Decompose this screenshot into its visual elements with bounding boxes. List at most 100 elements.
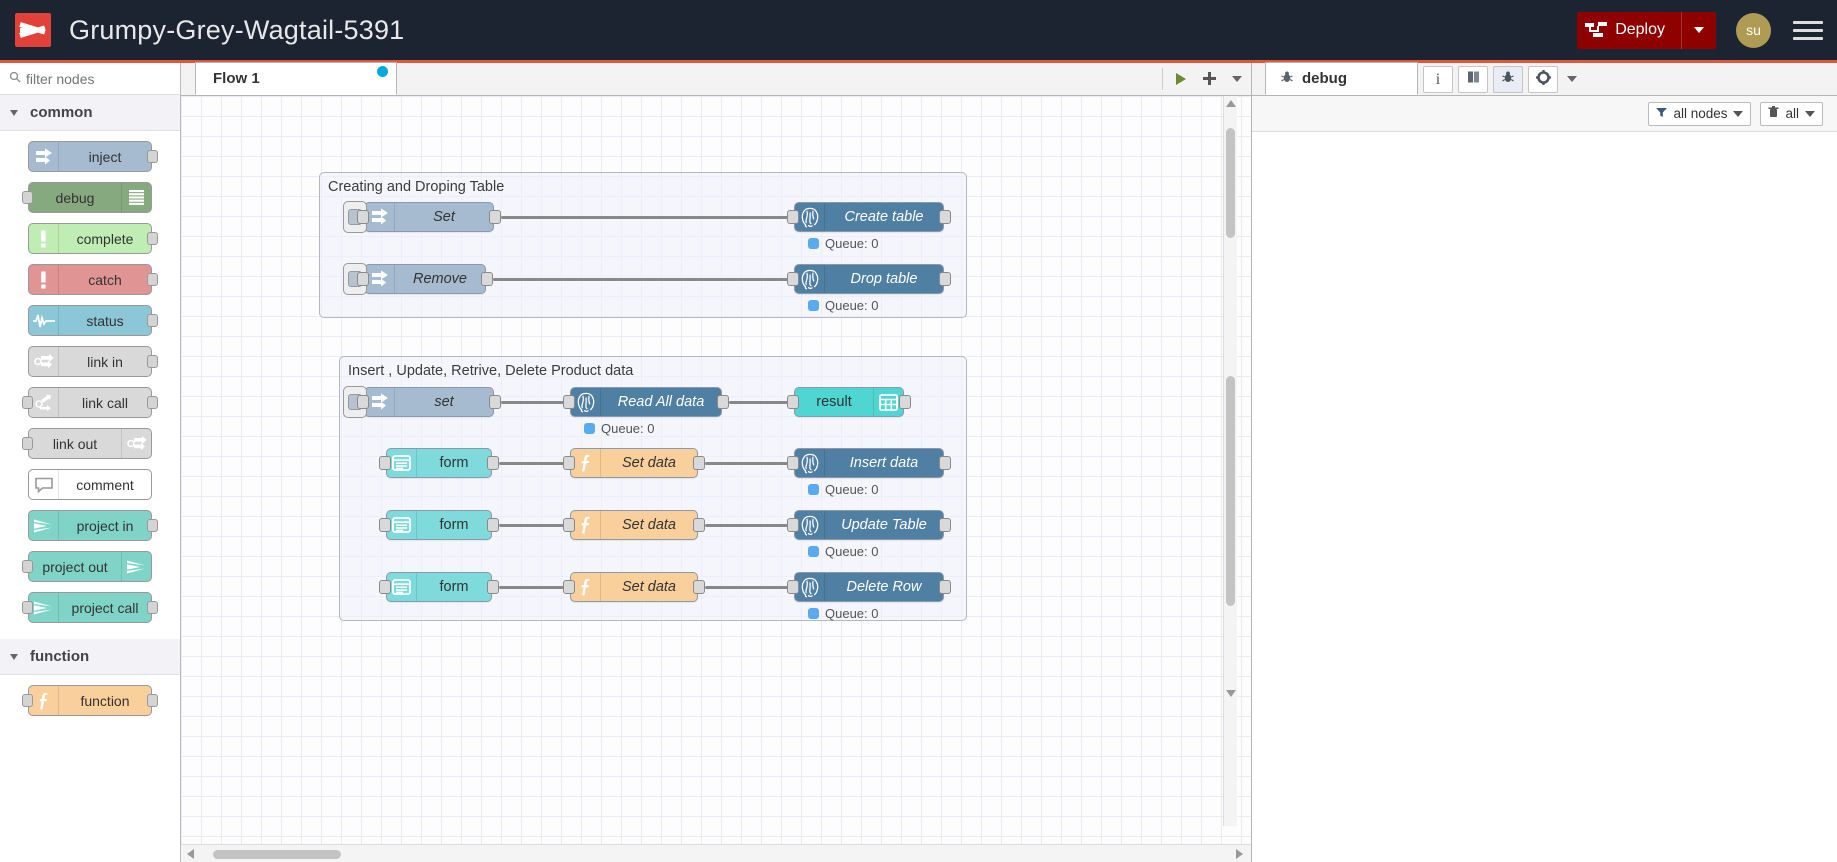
node-output-port[interactable] <box>489 395 501 409</box>
node-output-port[interactable] <box>147 519 158 532</box>
node-output-port[interactable] <box>693 580 705 594</box>
node-output-port[interactable] <box>481 272 493 286</box>
node-output-port[interactable] <box>147 150 158 163</box>
node-output-port[interactable] <box>939 456 951 470</box>
palette-node-link-in[interactable]: link in <box>28 346 158 377</box>
palette-node-function[interactable]: function <box>22 685 158 716</box>
canvas-horizontal-scrollbar[interactable] <box>181 844 1251 862</box>
node-input-port[interactable] <box>787 456 799 470</box>
node-output-port[interactable] <box>489 210 501 224</box>
node-output-port[interactable] <box>147 694 158 707</box>
hamburger-menu-icon[interactable] <box>1793 16 1823 45</box>
node-output-port[interactable] <box>717 395 729 409</box>
scroll-right-icon[interactable] <box>1236 849 1243 859</box>
hscroll-thumb[interactable] <box>213 850 341 859</box>
vscroll-thumb[interactable] <box>1226 128 1235 238</box>
flow-wire[interactable] <box>705 524 801 527</box>
flow-node-insert-data[interactable]: Insert data <box>787 448 951 478</box>
add-flow-button[interactable] <box>1195 62 1223 95</box>
flow-node-update-table[interactable]: Update Table <box>787 510 951 540</box>
help-tab-button[interactable] <box>1458 66 1488 93</box>
node-input-port[interactable] <box>357 395 369 409</box>
flow-node-set-data[interactable]: Set data <box>563 572 705 602</box>
flow-node-drop-table[interactable]: Drop table <box>787 264 951 294</box>
node-input-port[interactable] <box>787 395 799 409</box>
node-input-port[interactable] <box>787 518 799 532</box>
palette-node-project-in[interactable]: project in <box>28 510 158 541</box>
flow-node-form[interactable]: form <box>379 572 499 602</box>
flow-wire[interactable] <box>499 586 577 589</box>
deploy-button[interactable]: Deploy <box>1577 11 1716 49</box>
node-output-port[interactable] <box>939 210 951 224</box>
node-output-port[interactable] <box>147 314 158 327</box>
scroll-up-icon[interactable] <box>1226 100 1236 110</box>
node-input-port[interactable] <box>22 560 33 573</box>
node-input-port[interactable] <box>563 456 575 470</box>
debug-filter-dropdown[interactable]: all nodes <box>1648 101 1752 126</box>
debug-tab-button[interactable] <box>1493 66 1523 93</box>
flow-node-set[interactable]: set <box>343 386 501 418</box>
node-input-port[interactable] <box>357 272 369 286</box>
palette-node-link-call[interactable]: link call <box>22 387 158 418</box>
palette-category-common[interactable]: common <box>0 95 180 131</box>
node-input-port[interactable] <box>563 518 575 532</box>
node-output-port[interactable] <box>939 272 951 286</box>
node-output-port[interactable] <box>487 456 499 470</box>
debug-clear-dropdown[interactable]: all <box>1760 101 1823 126</box>
node-output-port[interactable] <box>147 396 158 409</box>
flow-wire[interactable] <box>705 586 801 589</box>
flow-menu-button[interactable] <box>1223 62 1251 95</box>
flow-node-set[interactable]: Set <box>343 201 501 233</box>
scroll-left-icon[interactable] <box>187 849 194 859</box>
node-input-port[interactable] <box>379 456 391 470</box>
flow-node-delete-row[interactable]: Delete Row <box>787 572 951 602</box>
config-tab-button[interactable] <box>1528 66 1558 93</box>
flow-wire[interactable] <box>501 401 577 404</box>
node-input-port[interactable] <box>357 210 369 224</box>
palette-node-debug[interactable]: debug <box>22 182 152 213</box>
node-input-port[interactable] <box>22 601 33 614</box>
search-input[interactable] <box>26 70 156 87</box>
node-input-port[interactable] <box>563 580 575 594</box>
node-output-port[interactable] <box>487 518 499 532</box>
palette-node-comment[interactable]: comment <box>28 469 152 500</box>
flow-wire[interactable] <box>499 524 577 527</box>
sidebar-more-button[interactable] <box>1558 62 1586 95</box>
node-input-port[interactable] <box>379 580 391 594</box>
palette-node-complete[interactable]: complete <box>28 223 158 254</box>
flow-wire[interactable] <box>729 401 801 404</box>
palette-node-catch[interactable]: catch <box>28 264 158 295</box>
node-output-port[interactable] <box>147 273 158 286</box>
vscroll-thumb-2[interactable] <box>1226 376 1235 606</box>
palette-node-inject[interactable]: inject <box>28 141 158 172</box>
node-input-port[interactable] <box>379 518 391 532</box>
flow-node-result[interactable]: result <box>787 387 911 417</box>
node-input-port[interactable] <box>563 395 575 409</box>
node-output-port[interactable] <box>693 518 705 532</box>
node-output-port[interactable] <box>939 518 951 532</box>
node-output-port[interactable] <box>693 456 705 470</box>
flow-node-read-all-data[interactable]: Read All data <box>563 387 729 417</box>
flow-node-create-table[interactable]: Create table <box>787 202 951 232</box>
canvas-vertical-scrollbar[interactable] <box>1223 96 1237 826</box>
node-input-port[interactable] <box>787 580 799 594</box>
flow-wire[interactable] <box>493 278 801 281</box>
debug-message-list[interactable] <box>1252 132 1837 862</box>
node-output-port[interactable] <box>147 601 158 614</box>
node-output-port[interactable] <box>899 395 911 409</box>
flow-wire[interactable] <box>501 216 801 219</box>
flow-wire[interactable] <box>705 462 801 465</box>
palette-node-status[interactable]: status <box>28 305 158 336</box>
flow-node-form[interactable]: form <box>379 448 499 478</box>
run-flow-button[interactable] <box>1167 62 1195 95</box>
tab-debug[interactable]: debug <box>1265 62 1418 95</box>
info-tab-button[interactable]: i <box>1423 66 1453 93</box>
node-input-port[interactable] <box>22 694 33 707</box>
node-input-port[interactable] <box>22 396 33 409</box>
scroll-down-icon[interactable] <box>1226 690 1236 700</box>
flow-wire[interactable] <box>499 462 577 465</box>
palette-node-project-out[interactable]: project out <box>22 551 152 582</box>
deploy-dropdown-button[interactable] <box>1681 11 1716 49</box>
